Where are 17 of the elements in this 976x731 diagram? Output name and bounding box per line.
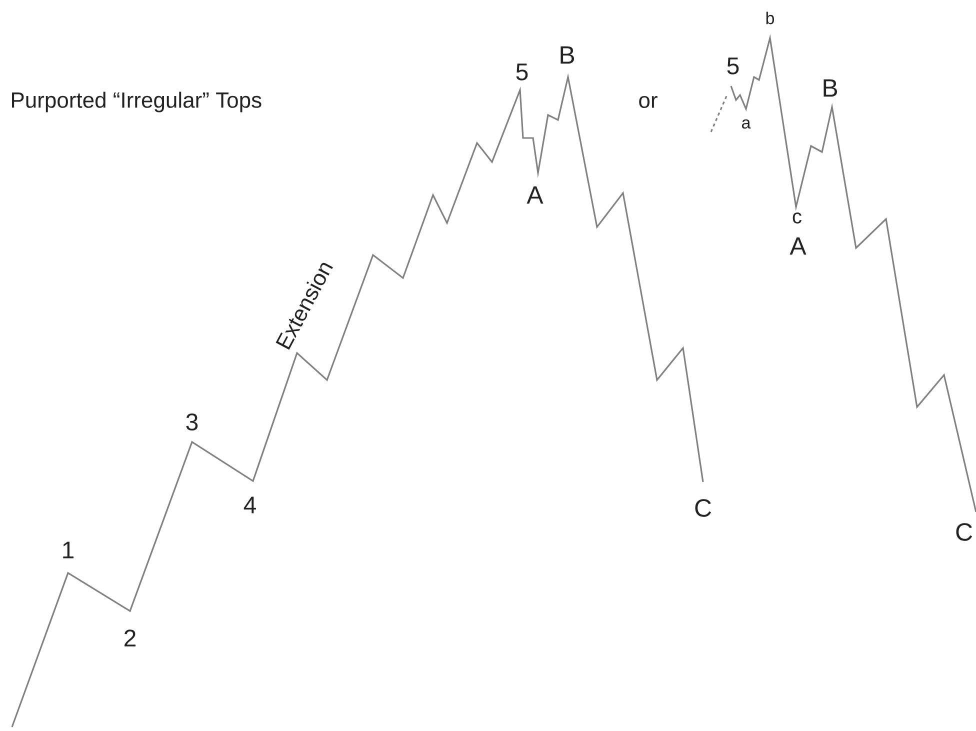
wave-label: B <box>824 79 838 97</box>
title: Purported “Irregular” Tops <box>12 92 262 112</box>
connector-word: or <box>639 96 658 108</box>
wave-label: 4 <box>244 496 256 514</box>
wave-label: 3 <box>186 414 198 430</box>
wave-label: a <box>742 119 751 129</box>
wave-label: A <box>790 237 806 255</box>
wave-label: c <box>792 212 802 224</box>
wave-label: 2 <box>124 630 136 646</box>
wave-label: 1 <box>63 542 74 558</box>
wave-label: B <box>560 46 574 64</box>
wave-label: 5 <box>727 58 739 74</box>
wave-label: A <box>526 186 544 204</box>
wave-label: 5 <box>516 64 528 80</box>
wave-label: b <box>766 12 774 24</box>
wave-label: C <box>956 523 972 541</box>
wave-label: C <box>695 499 712 517</box>
